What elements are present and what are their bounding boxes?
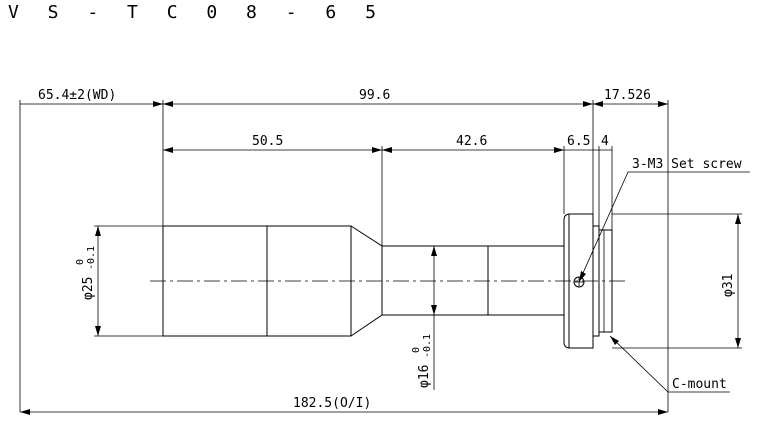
arrow-17-left xyxy=(593,101,603,107)
label-d16-tol-upper: 0 xyxy=(411,347,422,353)
dimension-labels: 65.4±2(WD) 99.6 17.526 50.5 42.6 6.5 4 1… xyxy=(38,88,742,411)
label-d25-group: φ25 0 -0.1 xyxy=(75,246,97,300)
arrow-50-left xyxy=(163,147,173,153)
arrow-d25-top xyxy=(95,226,101,236)
rear-flange xyxy=(563,213,594,349)
leaders xyxy=(578,171,750,393)
arrow-wd xyxy=(153,101,163,107)
arrow-c-mount xyxy=(610,336,619,345)
arrow-50-right xyxy=(372,147,382,153)
label-42-6: 42.6 xyxy=(456,134,487,149)
label-4: 4 xyxy=(601,134,609,149)
label-d25: φ25 xyxy=(81,277,96,300)
arrow-d25-bottom xyxy=(95,326,101,336)
taper-bottom xyxy=(350,314,383,337)
label-50-5: 50.5 xyxy=(252,134,283,149)
arrow-42-right xyxy=(554,147,564,153)
taper-top xyxy=(350,225,383,247)
leader-c-mount xyxy=(609,335,730,393)
label-d25-tol-upper: 0 xyxy=(75,259,86,265)
dimension-lines xyxy=(20,101,741,415)
label-d31-group: φ31 xyxy=(721,274,736,297)
label-d16-group: φ16 0 -0.1 xyxy=(411,334,433,388)
extension-lines xyxy=(19,100,742,412)
arrow-42-left xyxy=(382,147,392,153)
arrow-17-right xyxy=(658,101,668,107)
label-oi: 182.5(O/I) xyxy=(293,396,371,411)
label-99-6: 99.6 xyxy=(359,88,390,103)
label-c-mount: C-mount xyxy=(672,377,727,392)
label-d16-tol-lower: -0.1 xyxy=(422,334,433,358)
arrow-d16-top xyxy=(431,246,437,256)
label-17-526: 17.526 xyxy=(604,88,651,103)
arrow-set-screw xyxy=(579,271,586,282)
arrow-d31-top xyxy=(735,214,741,224)
model-title: V S - T C 0 8 - 6 5 xyxy=(8,2,385,23)
arrow-oi-left xyxy=(20,409,30,415)
arrow-99-6-right xyxy=(583,101,593,107)
label-set-screw: 3-M3 Set screw xyxy=(632,157,742,172)
arrow-99-6-left xyxy=(163,101,173,107)
label-d31: φ31 xyxy=(721,274,736,297)
arrow-oi-right xyxy=(658,409,668,415)
middle-tube xyxy=(381,245,565,316)
arrow-d31-bottom xyxy=(735,338,741,348)
leader-set-screw xyxy=(578,171,750,283)
label-wd: 65.4±2(WD) xyxy=(38,88,116,103)
label-6-5: 6.5 xyxy=(567,134,590,149)
label-d25-tol-lower: -0.1 xyxy=(86,246,97,270)
label-d16: φ16 xyxy=(417,365,432,388)
arrow-d16-bottom xyxy=(431,305,437,315)
